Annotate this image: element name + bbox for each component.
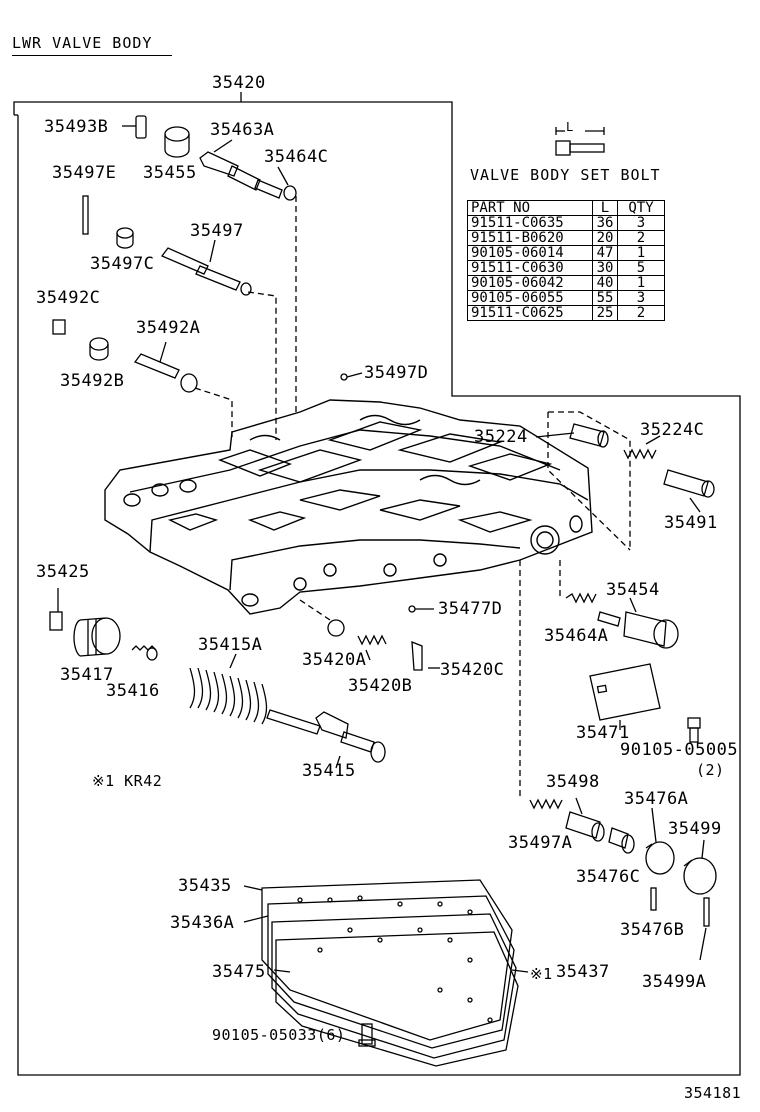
part-label-35437: 35437 [556, 962, 610, 982]
title-underline [12, 55, 172, 56]
part-label-35497A: 35497A [508, 833, 573, 853]
footnote-kr42: ※1 KR42 [92, 772, 163, 790]
cell-l: 47 [592, 245, 618, 261]
ball-35420A [327, 619, 345, 637]
part-label-35476A: 35476A [624, 789, 689, 809]
diagram-id: 354181 [684, 1084, 742, 1102]
part-label-35464C: 35464C [264, 147, 329, 167]
part-label-35497E: 35497E [52, 163, 117, 183]
part-qty-90105-05005: (2) [696, 761, 725, 779]
part-label-35471: 35471 [576, 723, 630, 743]
column-header-part-no: PART NO [467, 200, 593, 216]
part-label-35417: 35417 [60, 665, 114, 685]
cell-qty: 3 [617, 215, 665, 231]
part-label-35475: 35475 [212, 962, 266, 982]
part-label-35454: 35454 [606, 580, 660, 600]
part-label-35498: 35498 [546, 772, 600, 792]
part-label-35425: 35425 [36, 562, 90, 582]
part-label-35492C: 35492C [36, 288, 101, 308]
part-label-35477D: 35477D [438, 599, 503, 619]
column-header-qty: QTY [617, 200, 665, 216]
bolt-table-heading: VALVE BODY SET BOLT [470, 166, 661, 184]
part-label-35492B: 35492B [60, 371, 125, 391]
cell-qty: 1 [617, 245, 665, 261]
cell-l: 25 [592, 305, 618, 321]
cell-qty: 3 [617, 290, 665, 306]
part-label-35416: 35416 [106, 681, 160, 701]
cell-l: 36 [592, 215, 618, 231]
part-label-35415: 35415 [302, 761, 356, 781]
cell-part-no: 91511-C0635 [467, 215, 593, 231]
part-label-35435: 35435 [178, 876, 232, 896]
part-35417 [73, 617, 121, 657]
part-label-35476C: 35476C [576, 867, 641, 887]
part-35498 [565, 811, 601, 839]
part-label-35493B: 35493B [44, 117, 109, 137]
cell-part-no: 90105-06055 [467, 290, 593, 306]
valve-35454 [623, 611, 679, 649]
cell-part-no: 90105-06042 [467, 275, 593, 291]
bolt-dimension-label: L [566, 120, 574, 134]
cell-part-no: 91511-C0630 [467, 260, 593, 276]
column-header-l: L [592, 200, 618, 216]
part-label-35463A: 35463A [210, 120, 275, 140]
part-label-35420B: 35420B [348, 676, 413, 696]
part-label-35499: 35499 [668, 819, 722, 839]
part-mark-35437: ※1 [530, 965, 553, 983]
part-label-35497: 35497 [190, 221, 244, 241]
separator-plates [261, 879, 519, 1067]
cell-part-no: 91511-C0625 [467, 305, 593, 321]
bolt-icon [555, 127, 605, 156]
part-label-35491: 35491 [664, 513, 718, 533]
assembly-bracket [13, 101, 741, 1076]
part-label-35455: 35455 [143, 163, 197, 183]
part-label-35224C: 35224C [640, 420, 705, 440]
part-label-35499A: 35499A [642, 972, 707, 992]
part-label-35497C: 35497C [90, 254, 155, 274]
diagram-title: LWR VALVE BODY [12, 34, 153, 52]
cell-qty: 1 [617, 275, 665, 291]
cell-l: 20 [592, 230, 618, 246]
cell-qty: 5 [617, 260, 665, 276]
part-label-35497D: 35497D [364, 363, 429, 383]
bolt-table-header-row: PART NO L QTY [467, 200, 665, 216]
part-label-90105-05033: 90105-05033(6) [212, 1026, 346, 1044]
part-label-35415A: 35415A [198, 635, 263, 655]
part-label-35436A: 35436A [170, 913, 235, 933]
part-label-35492A: 35492A [136, 318, 201, 338]
cell-part-no: 90105-06014 [467, 245, 593, 261]
part-label-90105-05005: 90105-05005 [620, 740, 739, 760]
part-label-35224: 35224 [474, 427, 528, 447]
valve-35497 [160, 247, 252, 296]
cell-qty: 2 [617, 230, 665, 246]
cell-l: 55 [592, 290, 618, 306]
valve-35463A [199, 151, 297, 201]
part-label-35420C: 35420C [440, 660, 505, 680]
valve-35492A [133, 353, 198, 393]
spring-35415A [189, 667, 268, 725]
cell-l: 30 [592, 260, 618, 276]
part-35416 [131, 645, 158, 661]
cell-part-no: 91511-B0620 [467, 230, 593, 246]
part-label-35464A: 35464A [544, 626, 609, 646]
cell-qty: 2 [617, 305, 665, 321]
cell-l: 40 [592, 275, 618, 291]
part-label-35476B: 35476B [620, 920, 685, 940]
part-label-35420A: 35420A [302, 650, 367, 670]
plate-35471 [589, 663, 661, 721]
valve-35415 [266, 709, 386, 763]
part-label-35420: 35420 [212, 73, 266, 93]
part-35425 [49, 611, 63, 631]
